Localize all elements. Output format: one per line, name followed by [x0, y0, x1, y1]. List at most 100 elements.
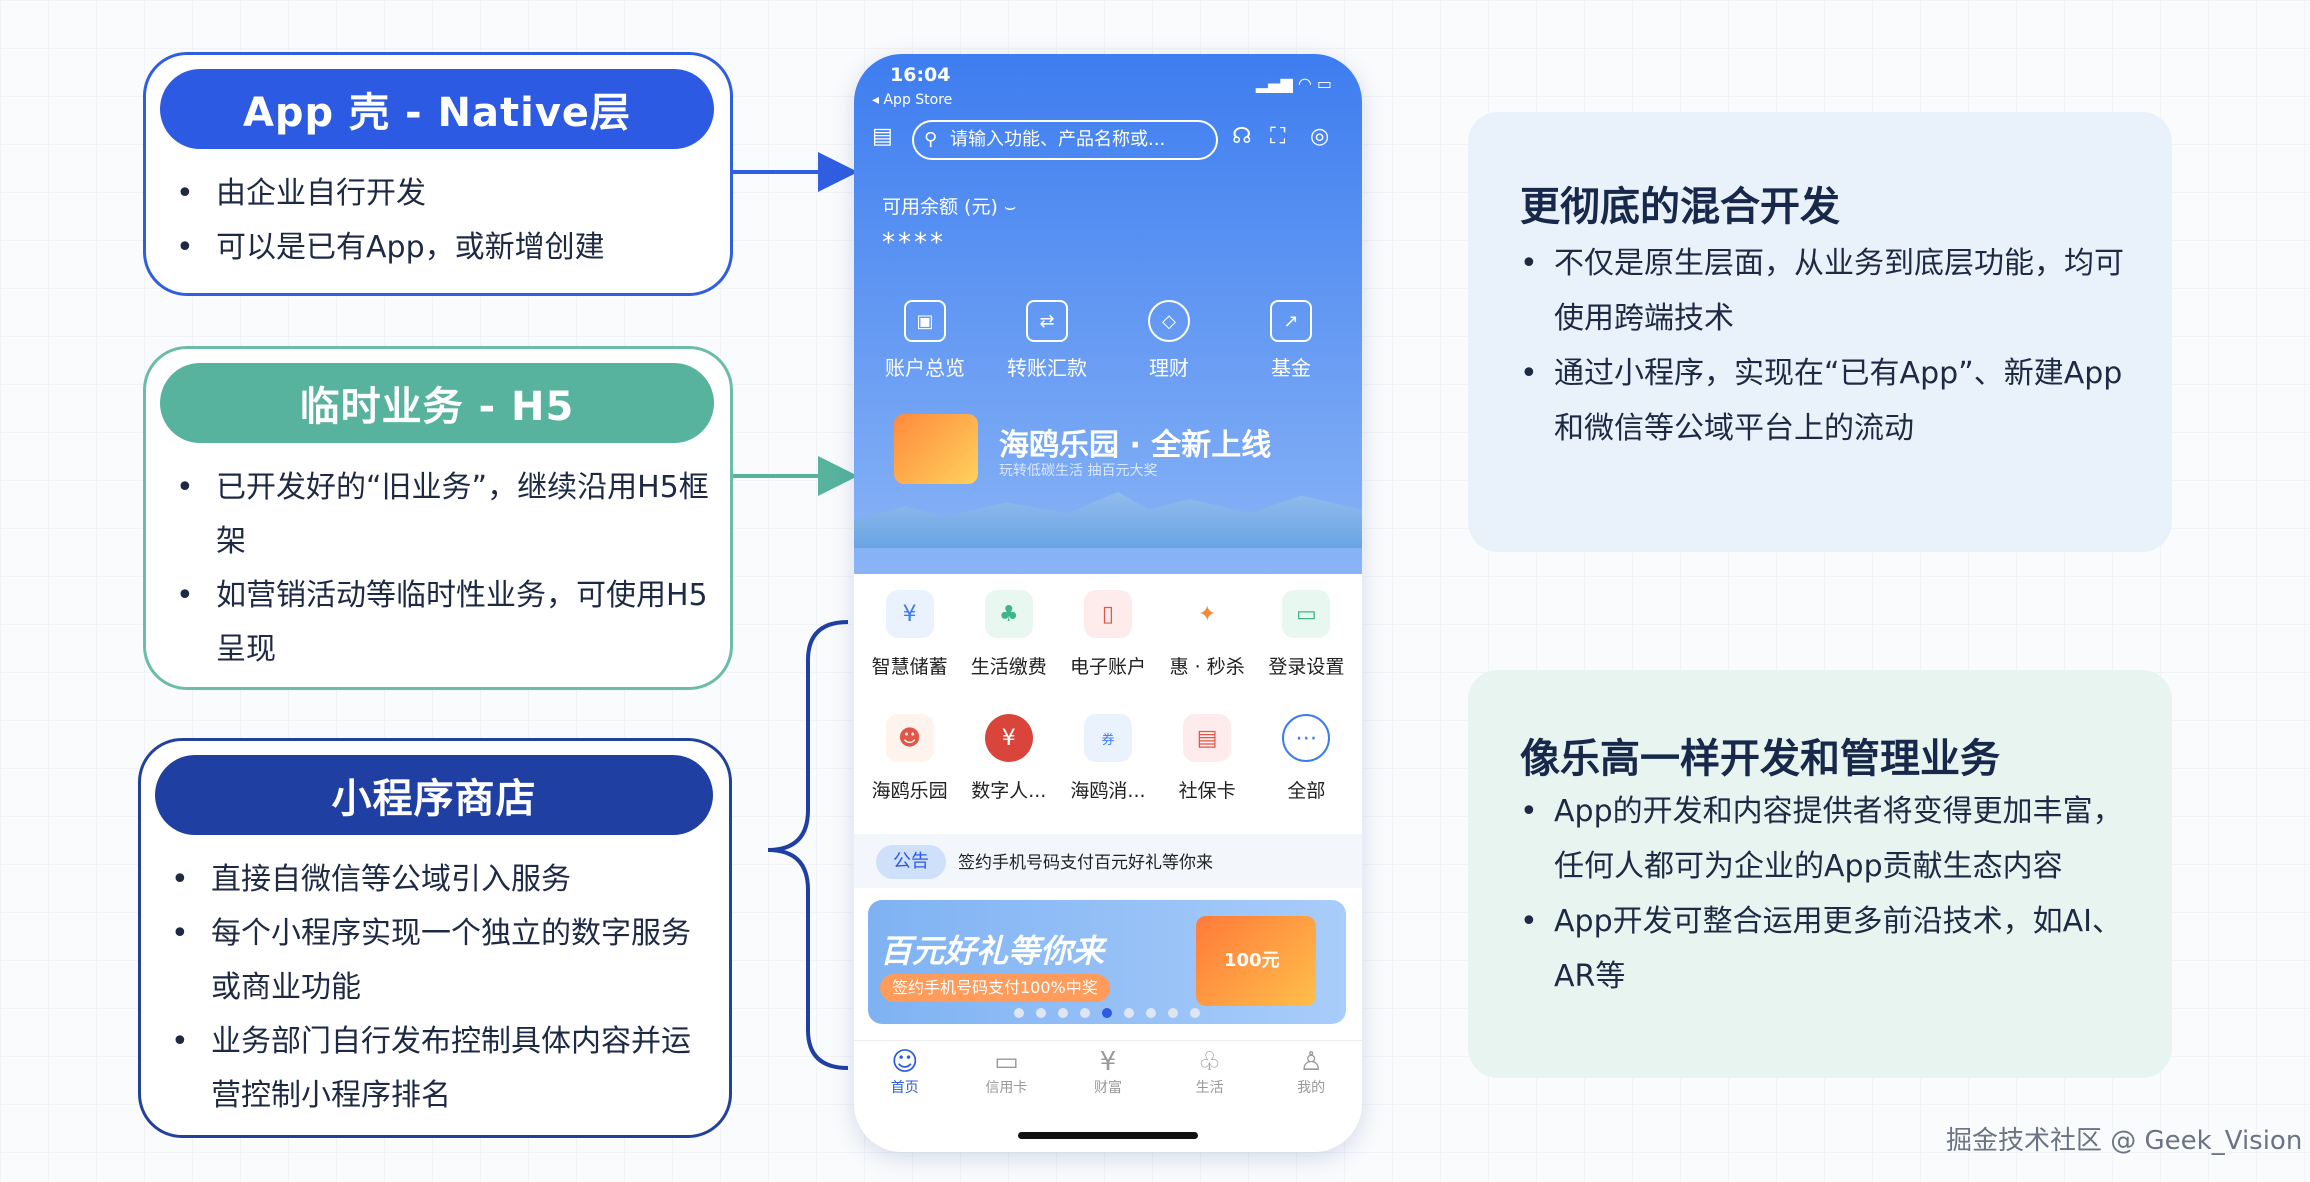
balance-value: **** — [882, 228, 946, 258]
announcement-bar[interactable]: 公告 签约手机号码支付百元好礼等你来 — [854, 834, 1362, 888]
lego-development-card: 像乐高一样开发和管理业务 App的开发和内容提供者将变得更加丰富，任何人都可为企… — [1468, 670, 2172, 1078]
h5-layer-list: 已开发好的“旧业务”，继续沿用H5框架 如营销活动等临时性业务，可使用H5呈现 — [176, 461, 716, 677]
hybrid-development-card: 更彻底的混合开发 不仅是原生层面，从业务到底层功能，均可使用跨端技术 通过小程序… — [1468, 112, 2172, 552]
status-time: 16:04 — [890, 64, 951, 86]
promo-amount: 100元 — [1224, 950, 1280, 971]
carousel-dot[interactable] — [1014, 1008, 1024, 1018]
carousel-dot[interactable] — [1058, 1008, 1068, 1018]
hybrid-development-title: 更彻底的混合开发 — [1520, 184, 1840, 230]
list-item: 由企业自行开发 — [176, 167, 716, 221]
search-placeholder: 请输入功能、产品名称或... — [950, 129, 1166, 150]
balance-label: 可用余额 (元) ⌣ — [882, 196, 1017, 218]
miniprogram-brace — [767, 620, 849, 1070]
native-layer-box: App 壳 - Native层 由企业自行开发 可以是已有App，或新增创建 — [143, 52, 733, 296]
native-layer-title: App 壳 - Native层 — [160, 69, 714, 149]
list-item: 直接自微信等公域引入服务 — [171, 853, 711, 907]
carousel-dot[interactable] — [1080, 1008, 1090, 1018]
headset-icon[interactable]: ☊ — [1232, 124, 1252, 149]
signal-wifi-battery-icon: ▂▄▆ ◠ ▭ — [1255, 74, 1332, 93]
service-login-settings[interactable]: ▭登录设置 — [1258, 574, 1354, 698]
location-icon[interactable]: ◎ — [1310, 124, 1330, 149]
carousel-dots[interactable] — [868, 1008, 1346, 1018]
service-smart-savings[interactable]: ¥智慧储蓄 — [862, 574, 958, 698]
promo-banner[interactable]: 百元好礼等你来 签约手机号码支付100%中奖 100元 — [868, 900, 1346, 1024]
leaf-icon: ♧ — [1197, 1047, 1222, 1077]
consumer-voucher-icon: 券 — [1083, 714, 1132, 762]
social-card-icon: ▤ — [1183, 714, 1232, 762]
service-seagull-consumer[interactable]: 券海鸥消... — [1060, 698, 1156, 822]
lego-development-title: 像乐高一样开发和管理业务 — [1520, 736, 2000, 782]
list-item: App开发可整合运用更多前沿技术，如AI、AR等 — [1520, 894, 2140, 1004]
service-flash-sale[interactable]: ✦惠 · 秒杀 — [1159, 574, 1255, 698]
phone-header-area — [854, 54, 1362, 574]
service-row-1: ¥智慧储蓄 ♣生活缴费 ▯电子账户 ✦惠 · 秒杀 ▭登录设置 — [854, 574, 1362, 698]
user-icon: ♙ — [1299, 1047, 1323, 1077]
yuan-icon: ¥ — [984, 714, 1033, 762]
tab-credit-card[interactable]: ▭信用卡 — [961, 1041, 1051, 1110]
watermark: 掘金技术社区 @ Geek_Vision — [1946, 1126, 2303, 1156]
list-item: 通过小程序，实现在“已有App”、新建App和微信等公域平台上的流动 — [1520, 346, 2140, 456]
transfer-icon: ⇄ — [1026, 300, 1068, 342]
sprout-icon: ♣ — [984, 590, 1033, 638]
eye-closed-icon[interactable]: ⌣ — [1003, 196, 1017, 218]
service-seagull-park[interactable]: ☻海鸥乐园 — [862, 698, 958, 822]
piggy-bank-icon: ¥ — [885, 590, 934, 638]
id-card-icon: ▯ — [1083, 590, 1132, 638]
banner-subtitle: 玩转低碳生活 抽百元大奖 — [999, 463, 1158, 479]
search-input[interactable]: ⚲ 请输入功能、产品名称或... — [912, 120, 1218, 160]
seagull-mascot-icon: ☻ — [885, 714, 934, 762]
native-layer-list: 由企业自行开发 可以是已有App，或新增创建 — [176, 167, 716, 275]
announcement-text: 签约手机号码支付百元好礼等你来 — [958, 853, 1213, 873]
h5-layer-title: 临时业务 - H5 — [160, 363, 714, 443]
list-item: 业务部门自行发布控制具体内容并运营控制小程序排名 — [171, 1015, 711, 1123]
wealth-icon: ¥ — [1099, 1047, 1117, 1077]
list-item: 已开发好的“旧业务”，继续沿用H5框架 — [176, 461, 716, 569]
back-to-app-store[interactable]: ◂ App Store — [872, 92, 953, 108]
carousel-dot[interactable] — [1124, 1008, 1134, 1018]
promo-title: 百元好礼等你来 — [880, 932, 1105, 970]
miniprogram-store-list: 直接自微信等公域引入服务 每个小程序实现一个独立的数字服务或商业功能 业务部门自… — [171, 853, 711, 1123]
list-item: 不仅是原生层面，从业务到底层功能，均可使用跨端技术 — [1520, 236, 2140, 346]
service-social-security[interactable]: ▤社保卡 — [1159, 698, 1255, 822]
scan-icon[interactable]: ⛶ — [1270, 124, 1286, 149]
list-icon[interactable]: ▤ — [872, 124, 893, 149]
wealth-icon: ◇ — [1148, 300, 1190, 342]
carousel-dot[interactable] — [1168, 1008, 1178, 1018]
gift-box-illustration: 100元 — [1196, 916, 1316, 1006]
monitor-icon: ▭ — [1282, 590, 1331, 638]
home-indicator — [1018, 1132, 1198, 1139]
search-icon: ⚲ — [924, 129, 938, 150]
promo-subtitle: 签约手机号码支付100%中奖 — [880, 974, 1110, 1002]
miniprogram-store-box: 小程序商店 直接自微信等公域引入服务 每个小程序实现一个独立的数字服务或商业功能… — [138, 738, 732, 1138]
list-item: 如营销活动等临时性业务，可使用H5呈现 — [176, 569, 716, 677]
gift-box-illustration — [894, 414, 978, 484]
tab-mine[interactable]: ♙我的 — [1266, 1041, 1356, 1110]
miniprogram-store-title: 小程序商店 — [155, 755, 713, 835]
list-item: 可以是已有App，或新增创建 — [176, 221, 716, 275]
hybrid-development-list: 不仅是原生层面，从业务到底层功能，均可使用跨端技术 通过小程序，实现在“已有Ap… — [1520, 236, 2140, 456]
service-life-payment[interactable]: ♣生活缴费 — [961, 574, 1057, 698]
bottom-tab-bar: ☺首页 ▭信用卡 ¥财富 ♧生活 ♙我的 — [854, 1040, 1362, 1110]
quick-transfer[interactable]: ⇄转账汇款 — [1002, 300, 1092, 381]
carousel-dot[interactable] — [1146, 1008, 1156, 1018]
h5-layer-box: 临时业务 - H5 已开发好的“旧业务”，继续沿用H5框架 如营销活动等临时性业… — [143, 346, 733, 690]
quick-fund[interactable]: ↗基金 — [1246, 300, 1336, 381]
seagull-park-banner[interactable]: 海鸥乐园 · 全新上线 玩转低碳生活 抽百元大奖 — [854, 408, 1362, 548]
carousel-dot[interactable] — [1190, 1008, 1200, 1018]
list-item: App的开发和内容提供者将变得更加丰富，任何人都可为企业的App贡献生态内容 — [1520, 784, 2140, 894]
tab-wealth[interactable]: ¥财富 — [1063, 1041, 1153, 1110]
service-digital-rmb[interactable]: ¥数字人... — [961, 698, 1057, 822]
service-all[interactable]: ⋯全部 — [1258, 698, 1354, 822]
more-icon: ⋯ — [1282, 714, 1331, 762]
carousel-dot[interactable] — [1036, 1008, 1046, 1018]
account-icon: ▣ — [904, 300, 946, 342]
lego-development-list: App的开发和内容提供者将变得更加丰富，任何人都可为企业的App贡献生态内容 A… — [1520, 784, 2140, 1004]
quick-account-overview[interactable]: ▣账户总览 — [880, 300, 970, 381]
quick-wealth[interactable]: ◇理财 — [1124, 300, 1214, 381]
tab-life[interactable]: ♧生活 — [1165, 1041, 1255, 1110]
home-icon: ☺ — [891, 1047, 919, 1077]
service-e-account[interactable]: ▯电子账户 — [1060, 574, 1156, 698]
tab-home[interactable]: ☺首页 — [860, 1041, 950, 1110]
banner-title: 海鸥乐园 · 全新上线 — [999, 428, 1272, 463]
carousel-dot[interactable] — [1102, 1008, 1112, 1018]
